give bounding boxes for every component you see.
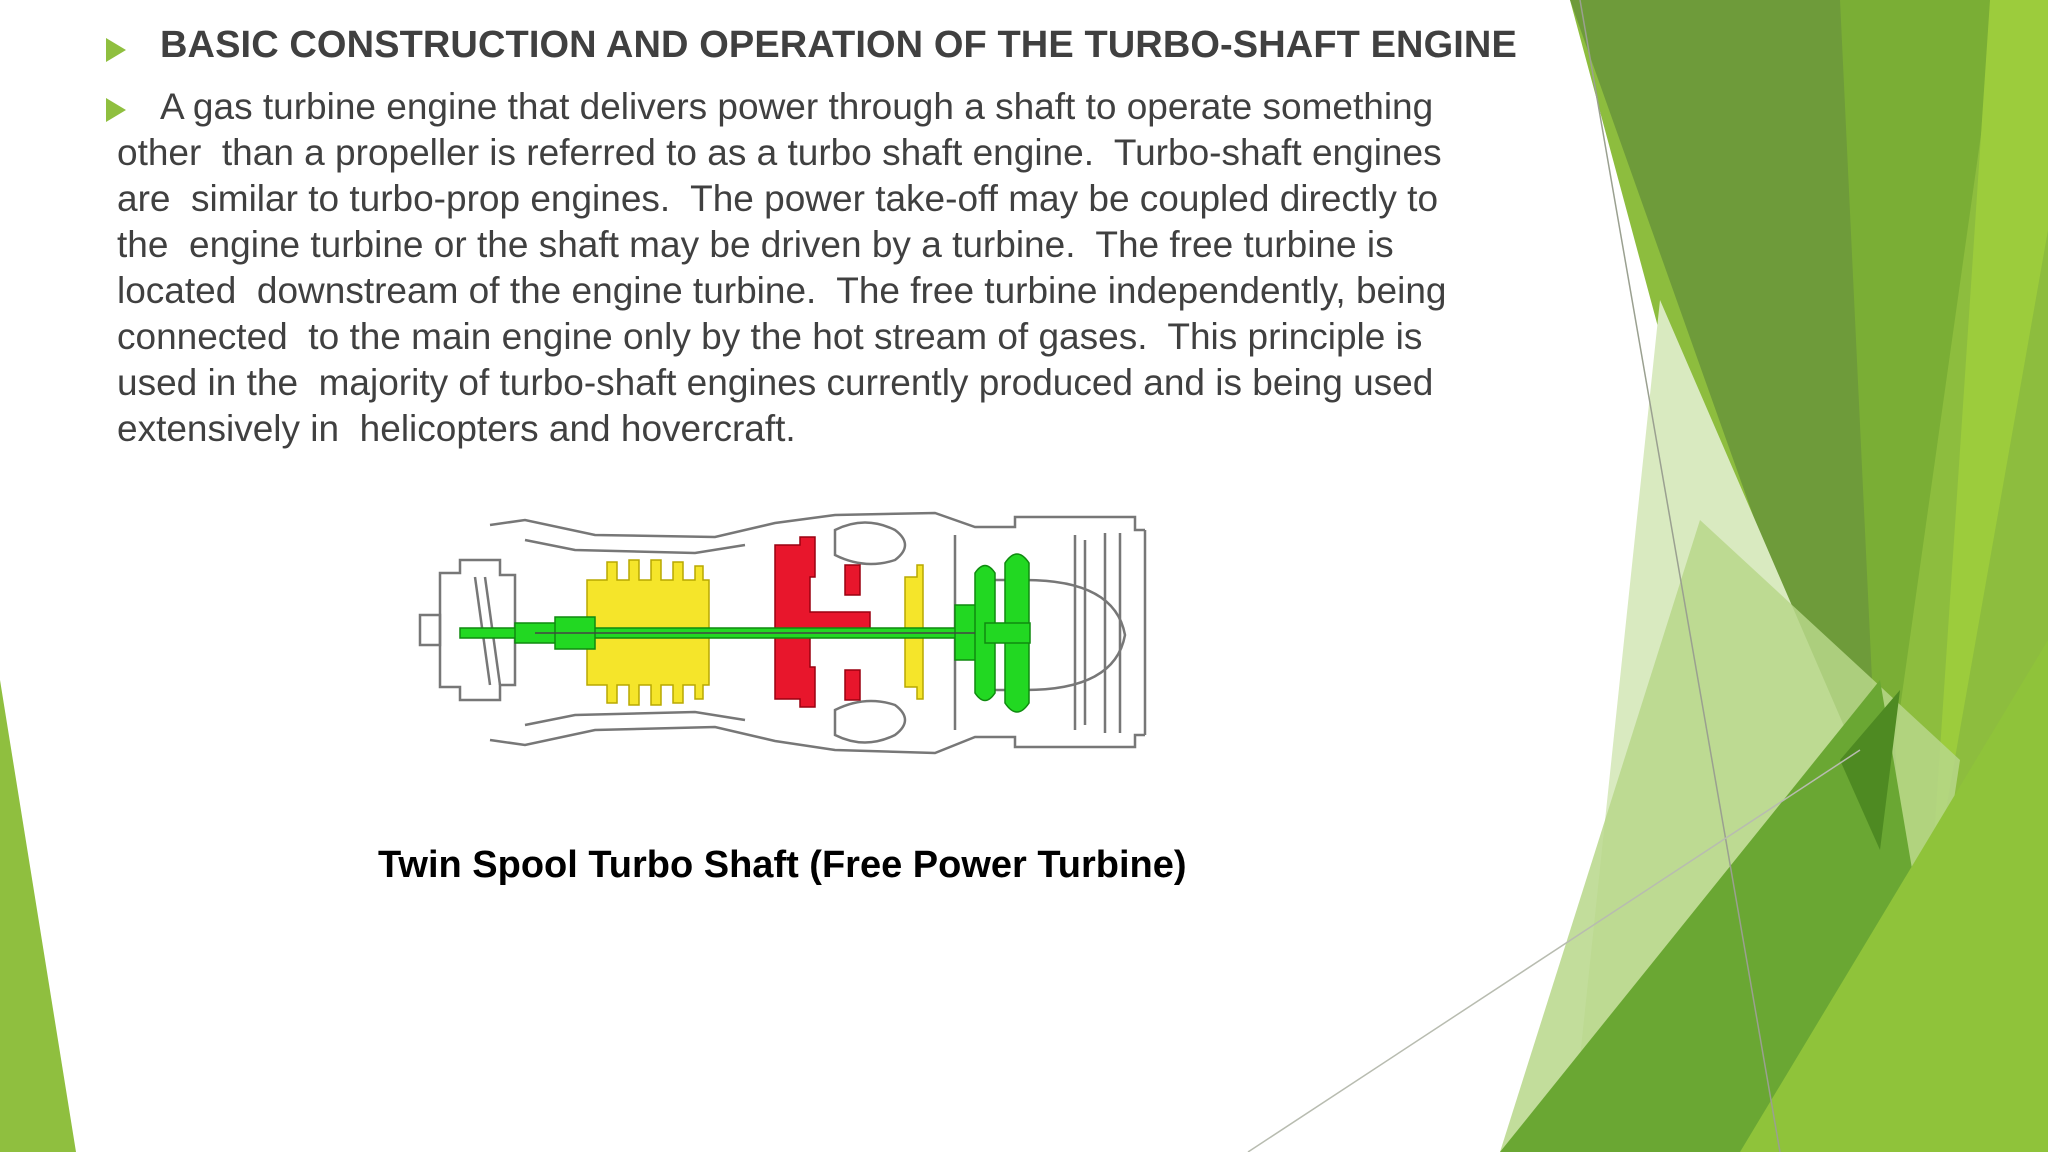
- decor-line-2: [1247, 749, 1861, 1152]
- right-accent-shape-corner: [1740, 640, 2048, 1152]
- body-line: the engine turbine or the shaft may be d…: [117, 224, 1394, 265]
- turboshaft-engine-diagram: [418, 511, 1147, 755]
- body-line: connected to the main engine only by the…: [117, 316, 1423, 357]
- slide-title: BASIC CONSTRUCTION AND OPERATION OF THE …: [160, 24, 1517, 66]
- body-line: A gas turbine engine that delivers power…: [160, 86, 1434, 127]
- body-bullet-icon: [106, 98, 126, 122]
- left-accent-shape: [0, 680, 76, 1152]
- right-accent-shape-mid: [1840, 0, 2000, 850]
- engine-casing-outline: [418, 511, 1147, 755]
- figure-caption: Twin Spool Turbo Shaft (Free Power Turbi…: [378, 844, 1187, 886]
- compressor-turbine-section: [774, 536, 871, 708]
- right-accent-shape-bright: [1930, 0, 2048, 900]
- body-line: extensively in helicopters and hovercraf…: [117, 408, 796, 449]
- right-accent-shape-shadow: [1840, 690, 1900, 850]
- body-line: used in the majority of turbo-shaft engi…: [117, 362, 1434, 403]
- body-line: other than a propeller is referred to as…: [117, 132, 1442, 173]
- body-paragraph: A gas turbine engine that delivers power…: [117, 84, 1517, 452]
- title-bullet-icon: [106, 38, 126, 62]
- body-line: located downstream of the engine turbine…: [117, 270, 1447, 311]
- body-line: are similar to turbo-prop engines. The p…: [117, 178, 1439, 219]
- decor-line-1: [1579, 0, 1781, 1152]
